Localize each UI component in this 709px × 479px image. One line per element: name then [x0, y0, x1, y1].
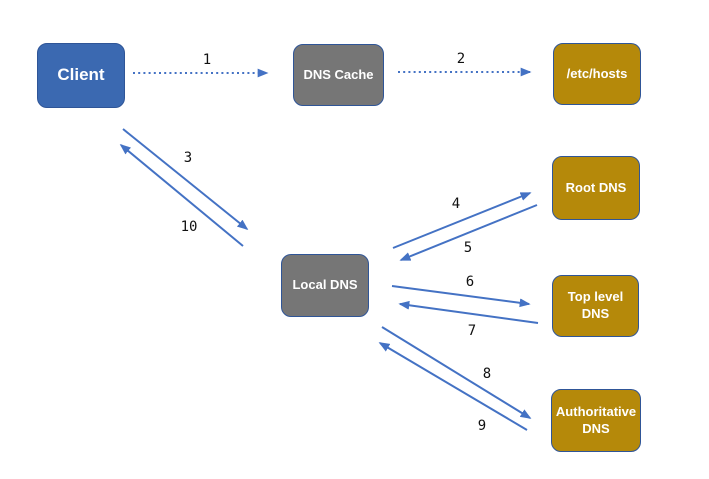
- edge-3-arrow: [122, 128, 249, 231]
- node-top-level-dns: Top level DNS: [552, 275, 639, 337]
- edge-4-arrow: [392, 192, 532, 249]
- node-etc-hosts-label: /etc/hosts: [566, 65, 628, 81]
- node-authoritative-dns-label: Authoritative DNS: [555, 403, 637, 436]
- node-client-label: Client: [57, 65, 105, 85]
- edge-label-10: 10: [180, 219, 198, 235]
- node-root-dns: Root DNS: [552, 156, 640, 220]
- node-local-dns-label: Local DNS: [292, 277, 358, 293]
- edge-label-7: 7: [467, 323, 477, 339]
- edge-6-arrow: [391, 285, 531, 308]
- edge-label-4: 4: [451, 196, 461, 212]
- edge-label-1: 1: [202, 52, 212, 68]
- node-root-dns-label: Root DNS: [565, 179, 627, 195]
- node-etc-hosts: /etc/hosts: [553, 43, 641, 105]
- edge-label-3: 3: [183, 150, 193, 166]
- node-client: Client: [37, 43, 125, 108]
- edge-label-2: 2: [456, 51, 466, 67]
- edge-label-9: 9: [477, 418, 487, 434]
- edge-label-5: 5: [463, 240, 473, 256]
- edge-label-6: 6: [465, 274, 475, 290]
- node-top-level-dns-label: Top level DNS: [567, 289, 624, 321]
- node-authoritative-dns: Authoritative DNS: [551, 389, 641, 452]
- edge-7-arrow: [398, 300, 539, 324]
- node-dns-cache: DNS Cache: [293, 44, 384, 106]
- node-local-dns: Local DNS: [281, 254, 369, 317]
- edge-9-arrow: [378, 342, 528, 431]
- edge-label-8: 8: [482, 366, 492, 382]
- node-dns-cache-label: DNS Cache: [303, 66, 374, 82]
- edge-8-arrow: [381, 326, 532, 419]
